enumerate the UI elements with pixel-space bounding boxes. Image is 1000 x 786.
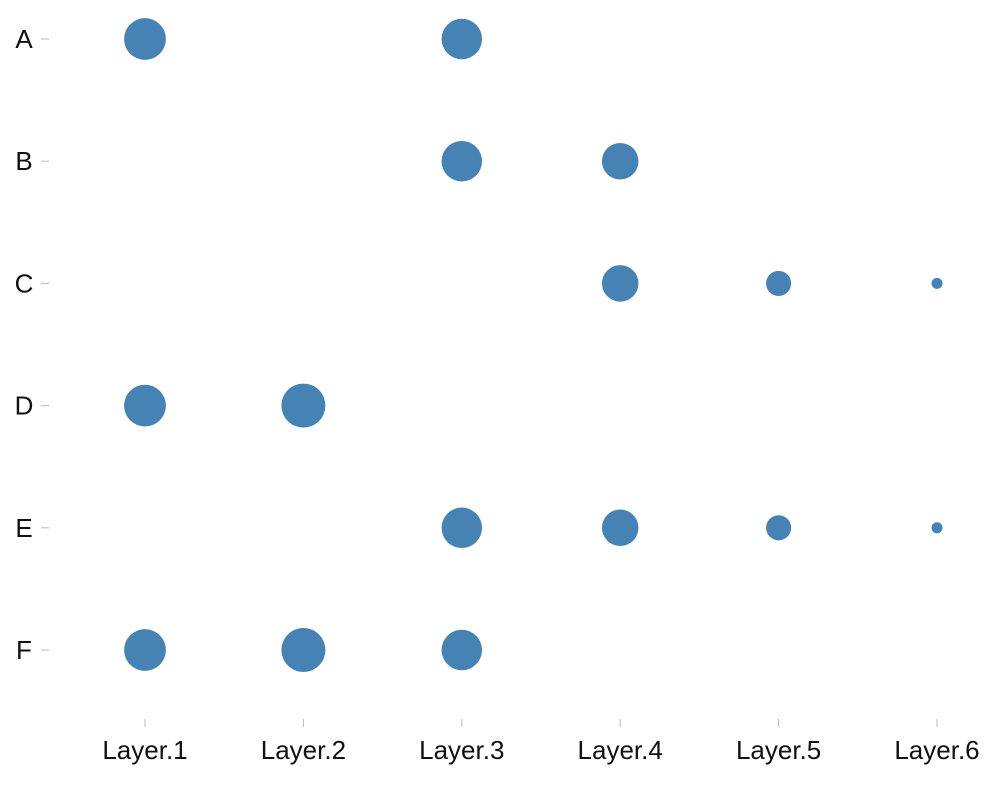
- bubble-e-layer-6: [931, 522, 943, 534]
- y-axis: A B C D E F: [15, 24, 49, 665]
- x-tick-label-1: Layer.1: [102, 735, 187, 765]
- y-tick-label-b: B: [15, 146, 32, 176]
- bubble-b-layer-4: [601, 142, 639, 180]
- bubble-a-layer-3: [441, 18, 483, 60]
- bubble-b-layer-3: [441, 140, 483, 182]
- bubble-f-layer-3: [441, 629, 483, 671]
- bubble-e-layer-5: [766, 515, 792, 541]
- bubble-d-layer-1: [124, 384, 166, 427]
- bubble-c-layer-5: [766, 270, 792, 296]
- x-tick-label-5: Layer.5: [736, 735, 821, 765]
- bubble-f-layer-2: [281, 628, 326, 672]
- bubble-c-layer-4: [601, 265, 639, 302]
- bubble-c-layer-6: [931, 277, 943, 289]
- bubble-d-layer-2: [281, 383, 326, 428]
- y-tick-label-a: A: [15, 24, 33, 54]
- y-tick-label-d: D: [15, 391, 34, 421]
- x-tick-label-4: Layer.4: [578, 735, 663, 765]
- bubble-f-layer-1: [124, 629, 166, 671]
- x-tick-label-6: Layer.6: [894, 735, 979, 765]
- y-tick-label-f: F: [16, 635, 32, 665]
- bubble-e-layer-3: [441, 507, 483, 549]
- x-axis: Layer.1 Layer.2 Layer.3 Layer.4 Layer.5 Layer…: [102, 719, 980, 765]
- bubble-e-layer-4: [601, 509, 639, 547]
- x-tick-label-3: Layer.3: [419, 735, 504, 765]
- x-tick-label-2: Layer.2: [261, 735, 346, 765]
- y-tick-label-c: C: [15, 268, 34, 298]
- data-points: [124, 18, 943, 672]
- bubble-a-layer-1: [124, 18, 166, 60]
- y-tick-label-e: E: [15, 513, 32, 543]
